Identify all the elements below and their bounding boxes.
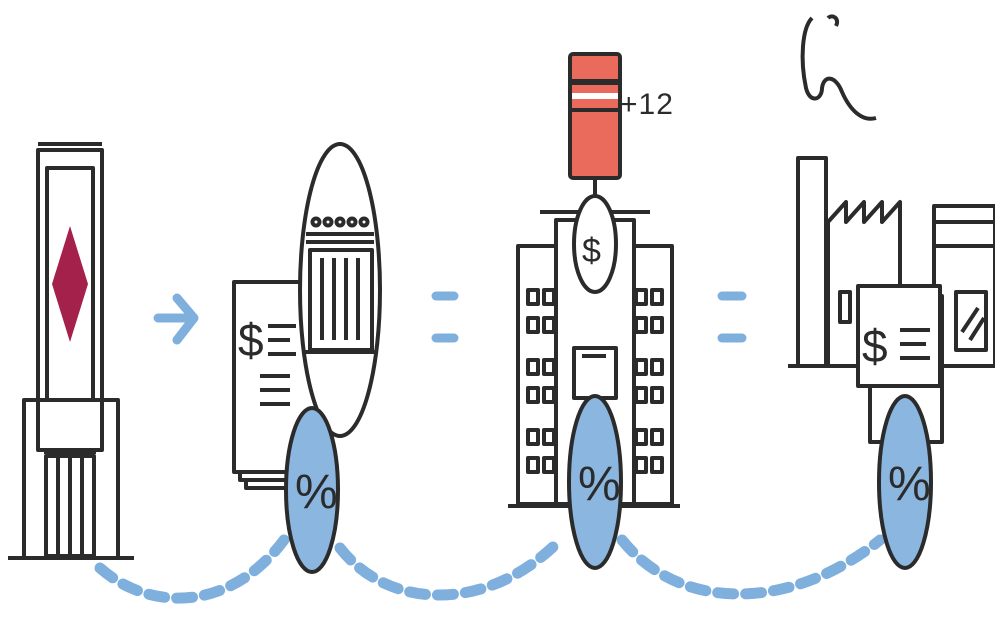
- central-bank-building-icon: [8, 142, 134, 560]
- percent-sign: %: [888, 458, 931, 511]
- percent-circle-icon: [567, 394, 623, 570]
- arrow-right-icon: [153, 293, 199, 345]
- credit-card-icon: [568, 52, 622, 180]
- equals-icon: [717, 291, 747, 343]
- percent-sign: %: [295, 466, 338, 519]
- magnified-bank-building-icon: [298, 142, 382, 438]
- dollar-sign: $: [862, 320, 888, 372]
- smoke: [800, 16, 877, 121]
- dollar-sign: $: [238, 314, 264, 366]
- equals-icon: [431, 291, 459, 343]
- dollar-bill-stack-icon: [856, 284, 944, 444]
- card-badge-label: +12: [620, 88, 674, 121]
- percent-circle-icon: [284, 406, 340, 574]
- diamond-emblem: [52, 226, 88, 342]
- percent-sign: %: [578, 458, 621, 511]
- dollar-sign: $: [582, 232, 601, 270]
- percent-circle-icon: [877, 394, 933, 570]
- dashed-connector: [94, 534, 886, 604]
